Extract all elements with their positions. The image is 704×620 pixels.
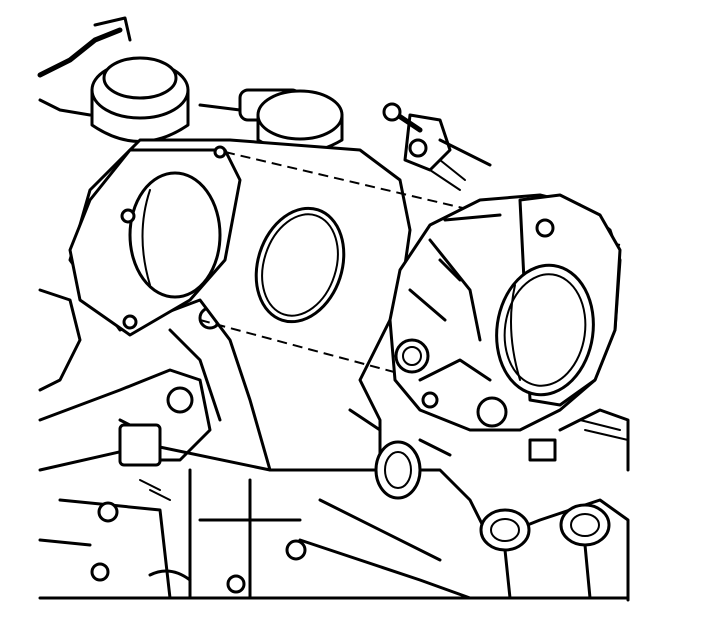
top-components	[37, 16, 492, 191]
seal-ring	[348, 408, 452, 500]
throttle-body	[388, 193, 622, 462]
coolant-fittings	[479, 408, 630, 600]
throttle-body-gasket	[254, 206, 346, 324]
engine-block	[38, 288, 630, 602]
